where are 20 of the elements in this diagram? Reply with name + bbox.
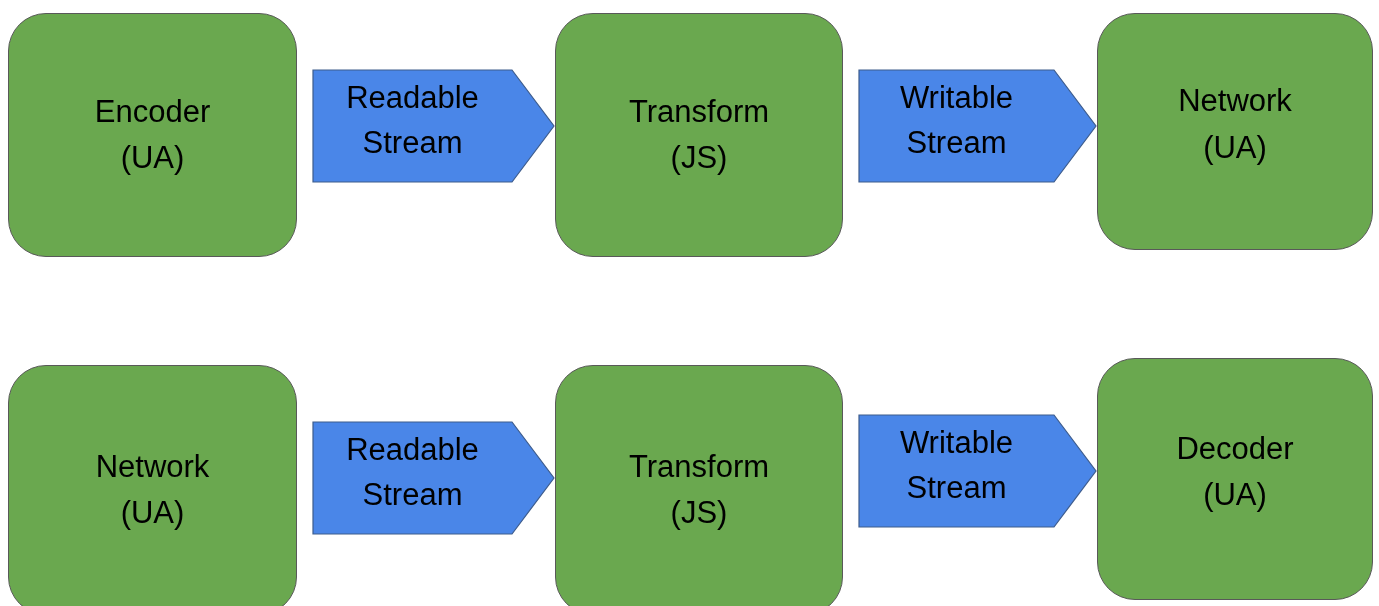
block-arrow [312,421,555,535]
process-box [555,13,843,257]
node-label: Network (UA) [94,447,211,532]
node-label: Network (UA) [1177,82,1293,167]
edge-label: Writable Stream [898,424,1015,507]
process-box [1097,13,1373,250]
process-box [1097,358,1373,600]
block-arrow [858,414,1097,528]
process-box [555,365,843,606]
node-label: Encoder (UA) [93,92,212,177]
node-label: Decoder (UA) [1175,429,1295,514]
edge-label: Readable Stream [345,79,480,162]
node-label: Transform (JS) [627,92,771,177]
edge-label: Readable Stream [345,431,480,514]
process-box [8,13,297,257]
block-arrow [858,69,1097,183]
process-box [8,365,297,606]
edge-label: Writable Stream [898,79,1015,162]
block-arrow [312,69,555,183]
node-label: Transform (JS) [627,447,771,532]
